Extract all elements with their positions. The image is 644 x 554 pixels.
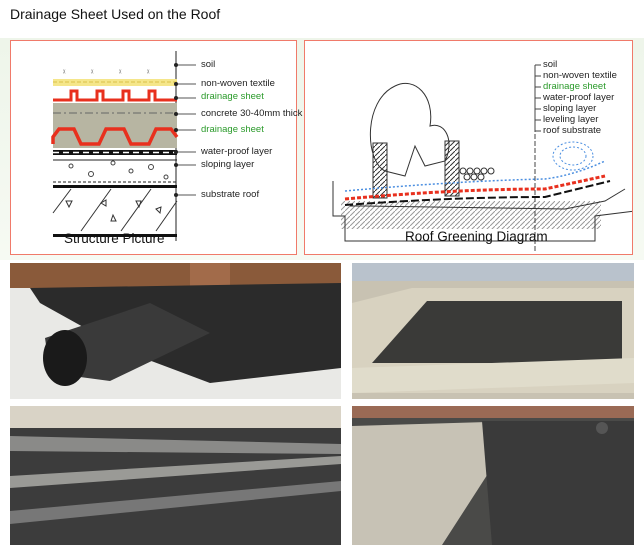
svg-text:ᵡ: ᵡ (63, 69, 66, 76)
photo-rolled-drainage-sheet (10, 263, 341, 399)
svg-text:ᵡ: ᵡ (91, 69, 94, 76)
label-non-woven-textile: non-woven textile (201, 78, 275, 89)
label-sloping-layer: sloping layer (543, 103, 597, 114)
structure-picture-panel: ᵡ ᵡ ᵡ ᵡ soil non-woven textile drainage she… (10, 40, 302, 255)
label-drainage-sheet: drainage sheet (201, 124, 264, 135)
label-drainage-sheet: drainage sheet (543, 81, 606, 92)
label-drainage-sheet: drainage sheet (201, 91, 264, 102)
structure-picture-caption: Structure Picture (64, 231, 165, 246)
label-water-proof-layer: water-proof layer (543, 92, 615, 103)
photo-roof-sheets-laid (352, 263, 634, 399)
label-roof-substrate: roof substrate (543, 125, 602, 136)
label-water-proof-layer: water-proof layer (201, 146, 273, 157)
svg-text:ᵡ: ᵡ (147, 69, 150, 76)
page-title: Drainage Sheet Used on the Roof (10, 6, 221, 22)
svg-text:ᵡ: ᵡ (119, 69, 122, 76)
label-sloping-layer: sloping layer (201, 159, 255, 170)
label-soil: soil (201, 59, 216, 70)
roof-greening-caption: Roof Greening Diagram (405, 229, 548, 244)
photo-drainage-sheet-surface (10, 406, 341, 545)
label-substrate-roof: substrate roof (201, 189, 260, 200)
label-soil: soil (543, 59, 558, 70)
label-concrete: concrete 30-40mm thick (201, 108, 303, 119)
roof-greening-panel: soil non-woven textile drainage sheet wa… (304, 40, 633, 255)
roof-greening-diagram (332, 64, 632, 251)
label-non-woven-textile: non-woven textile (543, 70, 617, 81)
photo-workers-laying-sheet (352, 406, 634, 545)
label-leveling-layer: leveling layer (543, 114, 599, 125)
